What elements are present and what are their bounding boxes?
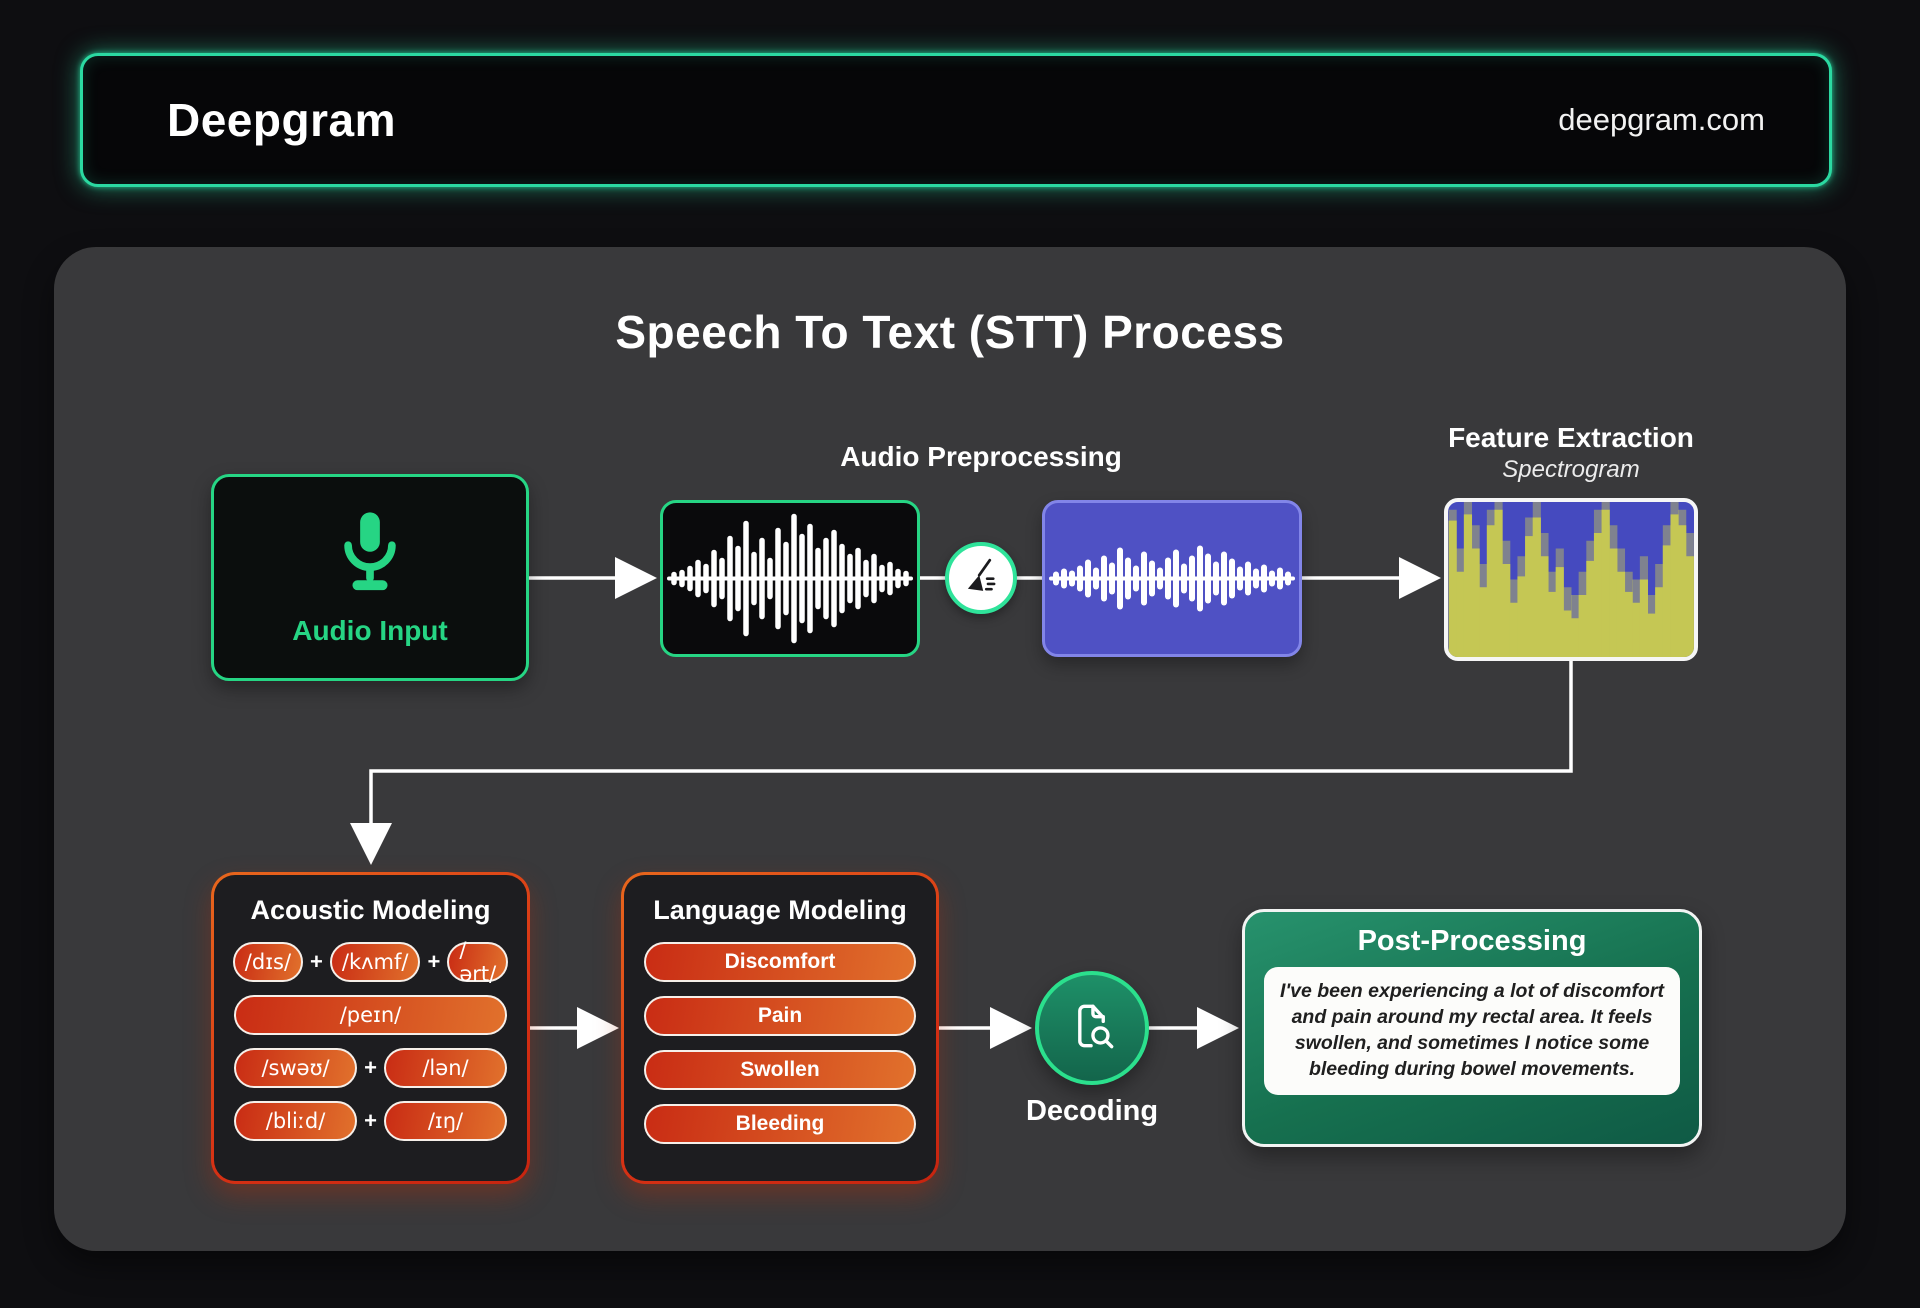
clean-waveform-graphic [1049,545,1295,612]
raw-waveform-graphic [667,513,913,644]
header-bar: Deepgram deepgram.com [80,53,1832,187]
cleaning-step-badge [945,542,1017,614]
acoustic-modeling-title: Acoustic Modeling [250,895,491,925]
decoding-badge [1035,971,1149,1085]
plus-sign: + [364,1108,377,1133]
plus-sign: + [364,1055,377,1080]
acoustic-modeling-box: Acoustic Modeling /dɪs/+/kʌmf/+/ərt//peɪ… [211,872,530,1184]
phoneme-chip: /ərt/ [447,938,509,986]
phoneme-chip: /ɪŋ/ [383,1101,508,1141]
plus-sign: + [310,949,323,974]
language-modeling-title: Language Modeling [653,895,907,925]
feature-extraction-label: Feature Extraction Spectrogram [1421,421,1721,485]
page-title: Speech To Text (STT) Process [615,306,1285,358]
acoustic-modeling-inner: Acoustic Modeling /dɪs/+/kʌmf/+/ərt//peɪ… [214,875,527,1181]
audio-preprocessing-label: Audio Preprocessing [840,441,1122,472]
phoneme-row: /swəʊ/+/lən/ [234,1048,508,1088]
post-processing-title: Post-Processing [1357,925,1587,957]
document-search-icon [1062,996,1122,1061]
phoneme-chip: /bliːd/ [234,1101,358,1141]
phoneme-chip: /peɪn/ [234,995,507,1035]
acoustic-chip-rows: /dɪs/+/kʌmf/+/ərt//peɪn//swəʊ/+/lən//bli… [232,938,509,1141]
microphone-icon [331,508,409,605]
deepgram-logo: Deepgram [167,94,396,146]
spectrogram-box [1444,498,1698,661]
diagram-panel: Speech To Text (STT) Process Audio Input… [54,247,1846,1251]
decoding-label: Decoding [1025,1095,1159,1127]
phoneme-chip: /swəʊ/ [234,1048,358,1088]
phoneme-row: /bliːd/+/ɪŋ/ [234,1101,508,1141]
feature-extraction-title: Feature Extraction [1448,422,1694,453]
phoneme-chip: /kʌmf/ [329,942,421,982]
audio-input-box: Audio Input [211,474,529,681]
phoneme-row: /peɪn/ [234,995,507,1035]
phoneme-row: /dɪs/+/kʌmf/+/ərt/ [232,938,509,986]
phoneme-chip: /dɪs/ [232,942,304,982]
plus-sign: + [427,949,441,974]
site-url[interactable]: deepgram.com [1558,102,1765,137]
broom-icon [960,555,1002,602]
word-chip: Pain [644,996,916,1036]
word-chip: Swollen [644,1050,916,1090]
clean-waveform-box [1042,500,1302,657]
post-processing-box: Post-Processing I've been experiencing a… [1242,909,1702,1147]
audio-input-label: Audio Input [292,615,448,646]
spectrogram-graphic [1448,502,1694,657]
raw-waveform-box [660,500,920,657]
spectrogram-sublabel: Spectrogram [1502,456,1640,483]
transcript-card: I've been experiencing a lot of discomfo… [1264,967,1680,1095]
transcript-text: I've been experiencing a lot of discomfo… [1280,980,1664,1080]
phoneme-chip: /lən/ [383,1048,508,1088]
word-chip: Discomfort [644,942,916,982]
word-chip: Bleeding [644,1104,916,1144]
